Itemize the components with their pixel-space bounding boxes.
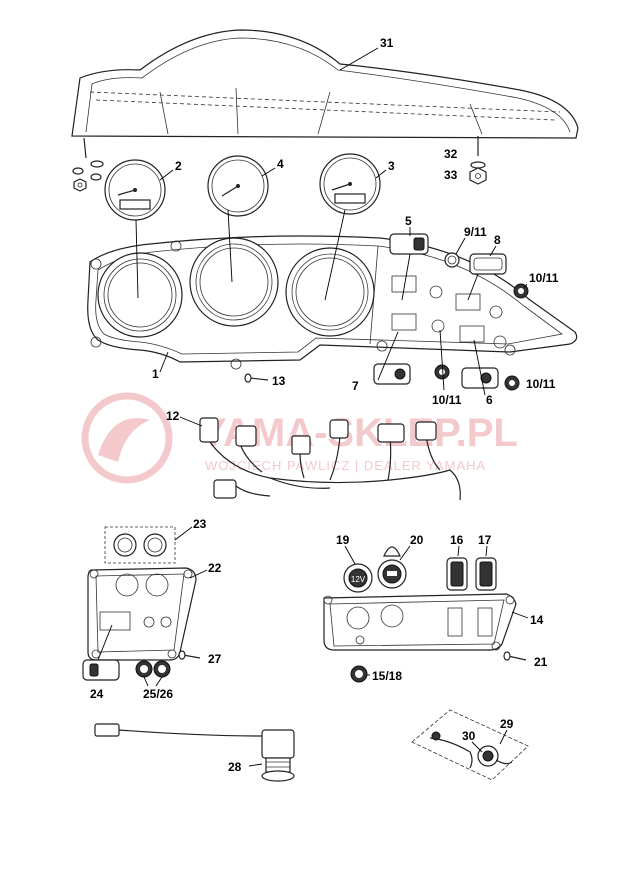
wire-harness [199, 417, 461, 501]
label-22: 22 [208, 561, 222, 575]
leader-lines [97, 47, 529, 767]
tachometer-gauge [104, 159, 166, 221]
cable-28 [94, 723, 295, 782]
label-8: 8 [494, 233, 501, 247]
cup-holders-23 [104, 526, 176, 564]
plug-9-11 [444, 252, 460, 268]
socket-12v-19: 12V [343, 563, 373, 593]
label-28: 28 [228, 760, 242, 774]
label-15-18: 15/18 [372, 669, 402, 683]
screw-13 [244, 373, 269, 383]
screw-27 [178, 650, 201, 660]
watermark-logo-icon [81, 392, 173, 484]
switch-8 [469, 253, 507, 275]
label-19: 19 [336, 533, 350, 547]
watermark-subline: WOJCIECH PAWLICZ | DEALER YAMAHA [205, 458, 486, 473]
sub-panel-14 [323, 593, 517, 651]
part-labels: 31 2 4 3 32 33 5 9/11 8 10/11 1 13 7 10/… [90, 36, 559, 774]
label-10-11-a: 10/11 [529, 271, 559, 285]
label-25-26: 25/26 [143, 687, 173, 701]
label-10-11-b: 10/11 [432, 393, 462, 407]
label-21: 21 [534, 655, 548, 669]
switch-5 [389, 233, 429, 255]
label-16: 16 [450, 533, 464, 547]
speedometer-gauge [207, 155, 269, 217]
label-33: 33 [444, 168, 458, 182]
label-29: 29 [500, 717, 514, 731]
usb-socket-20 [377, 546, 407, 589]
label-12: 12 [166, 409, 180, 423]
sub-panel-22 [87, 567, 197, 661]
nuts-right [469, 161, 487, 185]
label-20: 20 [410, 533, 424, 547]
switch-17 [475, 557, 497, 591]
label-27: 27 [208, 652, 222, 666]
plug-10-11-b [434, 364, 450, 380]
plug-10-11-c [504, 375, 520, 391]
svg-text:12V: 12V [351, 575, 366, 584]
label-30: 30 [462, 729, 476, 743]
label-24: 24 [90, 687, 104, 701]
plug-15-18 [350, 665, 368, 683]
label-2: 2 [175, 159, 182, 173]
screw-21 [503, 651, 527, 661]
nuts-left [72, 160, 104, 192]
watermark-logo-swoosh-icon [98, 418, 150, 462]
label-3: 3 [388, 159, 395, 173]
switch-16 [446, 557, 468, 591]
label-9-11: 9/11 [464, 225, 487, 239]
label-23: 23 [193, 517, 207, 531]
label-5: 5 [405, 214, 412, 228]
label-4: 4 [277, 157, 284, 171]
top-cover [71, 29, 579, 159]
label-14: 14 [530, 613, 544, 627]
label-13: 13 [272, 374, 286, 388]
label-10-11-c: 10/11 [526, 377, 556, 391]
switch-24 [82, 659, 120, 681]
label-6: 6 [486, 393, 493, 407]
main-dash-panel [87, 235, 578, 370]
plugs-25-26 [135, 660, 171, 678]
switch-7 [373, 363, 411, 385]
label-17: 17 [478, 533, 492, 547]
label-7: 7 [352, 379, 359, 393]
label-32: 32 [444, 147, 458, 161]
key-switch-kit [411, 709, 529, 781]
label-1: 1 [152, 367, 159, 381]
multi-gauge [319, 153, 381, 215]
label-31: 31 [380, 36, 394, 50]
